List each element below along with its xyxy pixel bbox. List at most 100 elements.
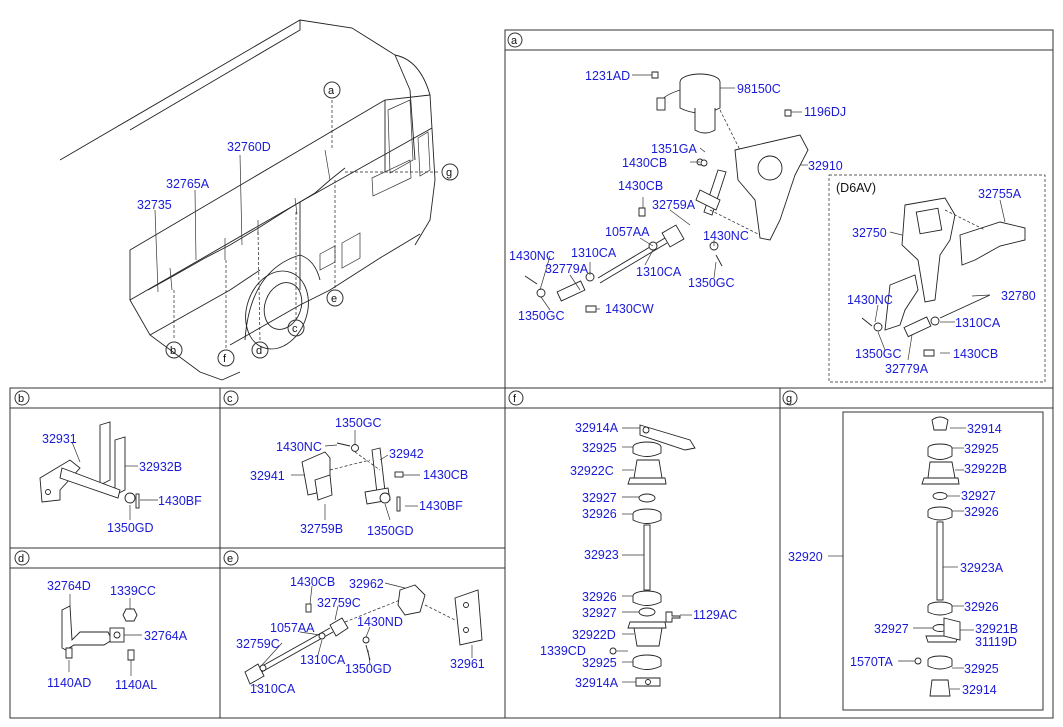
part-1350GC-c[interactable]: 1350GC (335, 416, 382, 430)
part-1310CA-a2[interactable]: 1310CA (636, 265, 682, 279)
callout-d[interactable]: d (251, 341, 269, 359)
section-tag-b[interactable]: b (14, 390, 30, 406)
part-32925-f2[interactable]: 32925 (582, 656, 617, 670)
part-32921B[interactable]: 32921B (975, 622, 1018, 636)
part-32764D[interactable]: 32764D (47, 579, 91, 593)
part-1310CA-a1[interactable]: 1310CA (571, 246, 617, 260)
part-1231AD[interactable]: 1231AD (585, 69, 630, 83)
part-32914-g2[interactable]: 32914 (962, 683, 997, 697)
svg-text:e: e (227, 553, 233, 565)
part-1430NC-a1[interactable]: 1430NC (703, 229, 749, 243)
part-32926-f2[interactable]: 32926 (582, 590, 617, 604)
part-1430BF-c[interactable]: 1430BF (419, 499, 463, 513)
part-1430ND[interactable]: 1430ND (357, 615, 403, 629)
part-32765A[interactable]: 32765A (166, 177, 210, 191)
part-32961[interactable]: 32961 (450, 657, 485, 671)
part-1430CB-e[interactable]: 1430CB (290, 575, 335, 589)
svg-text:d: d (256, 345, 262, 357)
part-32926-f1[interactable]: 32926 (582, 507, 617, 521)
part-1196DJ[interactable]: 1196DJ (804, 105, 846, 119)
part-32942[interactable]: 32942 (389, 447, 424, 461)
part-32759A[interactable]: 32759A (652, 198, 696, 212)
part-1310CA-e2[interactable]: 1310CA (250, 682, 296, 696)
part-32750[interactable]: 32750 (852, 226, 887, 240)
part-1310CA-d6av[interactable]: 1310CA (955, 316, 1001, 330)
part-32932B[interactable]: 32932B (139, 460, 182, 474)
part-1350GC-d6av[interactable]: 1350GC (855, 347, 902, 361)
part-1570TA[interactable]: 1570TA (850, 655, 894, 669)
part-31119D[interactable]: 31119D (975, 635, 1017, 649)
part-32760D[interactable]: 32760D (227, 140, 271, 154)
part-1339CC[interactable]: 1339CC (110, 584, 156, 598)
part-32922D[interactable]: 32922D (572, 628, 616, 642)
part-1129AC[interactable]: 1129AC (693, 608, 737, 622)
section-tag-g[interactable]: g (782, 390, 798, 406)
part-1430CB-a1[interactable]: 1430CB (622, 156, 667, 170)
callout-f[interactable]: f (217, 349, 235, 367)
part-1430CW[interactable]: 1430CW (605, 302, 654, 316)
part-32925-g2[interactable]: 32925 (964, 662, 999, 676)
part-32927-g1[interactable]: 32927 (961, 489, 996, 503)
part-32925-g1[interactable]: 32925 (964, 442, 999, 456)
part-32914A-f2[interactable]: 32914A (575, 676, 619, 690)
part-1350GD-c[interactable]: 1350GD (367, 524, 414, 538)
part-32759C-e2[interactable]: 32759C (236, 637, 280, 651)
part-32755A[interactable]: 32755A (978, 187, 1022, 201)
part-1350GC-a1[interactable]: 1350GC (688, 276, 735, 290)
part-32923A[interactable]: 32923A (960, 561, 1004, 575)
part-32914-g1[interactable]: 32914 (967, 422, 1002, 436)
part-1430NC-c[interactable]: 1430NC (276, 440, 322, 454)
section-tag-f[interactable]: f (508, 390, 524, 406)
part-32779A[interactable]: 32779A (545, 262, 589, 276)
part-32759C-e1[interactable]: 32759C (317, 596, 361, 610)
part-1140AD[interactable]: 1140AD (47, 676, 91, 690)
callout-e[interactable]: e (326, 289, 344, 307)
section-tag-a[interactable]: a (507, 32, 523, 48)
part-32910[interactable]: 32910 (808, 159, 843, 173)
part-32922C[interactable]: 32922C (570, 464, 614, 478)
callout-c[interactable]: c (287, 319, 305, 337)
part-32779A-d6av[interactable]: 32779A (885, 362, 929, 376)
part-32927-f1[interactable]: 32927 (582, 491, 617, 505)
part-32925-f1[interactable]: 32925 (582, 441, 617, 455)
part-32927-g2[interactable]: 32927 (874, 622, 909, 636)
part-1351GA[interactable]: 1351GA (651, 142, 698, 156)
part-1350GD-e[interactable]: 1350GD (345, 662, 392, 676)
part-1430NC-d6av[interactable]: 1430NC (847, 293, 893, 307)
part-1339CD[interactable]: 1339CD (540, 644, 586, 658)
part-1057AA[interactable]: 1057AA (605, 225, 650, 239)
section-tag-c[interactable]: c (223, 390, 239, 406)
part-32920[interactable]: 32920 (788, 550, 823, 564)
part-32759B[interactable]: 32759B (300, 522, 343, 536)
part-1310CA-e1[interactable]: 1310CA (300, 653, 346, 667)
section-tag-e[interactable]: e (223, 550, 239, 566)
svg-text:c: c (292, 323, 298, 335)
part-1430CB-c[interactable]: 1430CB (423, 468, 468, 482)
part-32926-g1[interactable]: 32926 (964, 505, 999, 519)
d6av-title: (D6AV) (836, 181, 876, 195)
callout-a[interactable]: a (323, 81, 341, 99)
part-1430BF-b[interactable]: 1430BF (158, 494, 202, 508)
callout-g[interactable]: g (441, 163, 459, 181)
part-32780[interactable]: 32780 (1001, 289, 1036, 303)
part-1057AA-e[interactable]: 1057AA (270, 621, 315, 635)
part-32931[interactable]: 32931 (42, 432, 77, 446)
part-32735[interactable]: 32735 (137, 198, 172, 212)
part-1430CB-d6av[interactable]: 1430CB (953, 347, 998, 361)
part-1350GD-b[interactable]: 1350GD (107, 521, 154, 535)
callout-b[interactable]: b (165, 341, 183, 359)
part-32941[interactable]: 32941 (250, 469, 285, 483)
part-32914A-f1[interactable]: 32914A (575, 421, 619, 435)
part-32926-g2[interactable]: 32926 (964, 600, 999, 614)
part-32922B[interactable]: 32922B (964, 462, 1007, 476)
part-32764A[interactable]: 32764A (144, 629, 188, 643)
part-32923[interactable]: 32923 (584, 548, 619, 562)
part-1140AL[interactable]: 1140AL (115, 678, 157, 692)
section-tag-d[interactable]: d (14, 550, 30, 566)
part-32927-f2[interactable]: 32927 (582, 606, 617, 620)
part-32962[interactable]: 32962 (349, 577, 384, 591)
part-98150C[interactable]: 98150C (737, 82, 781, 96)
part-1430NC-a2[interactable]: 1430NC (509, 249, 555, 263)
part-1350GC-a2[interactable]: 1350GC (518, 309, 565, 323)
part-1430CB-a2[interactable]: 1430CB (618, 179, 663, 193)
